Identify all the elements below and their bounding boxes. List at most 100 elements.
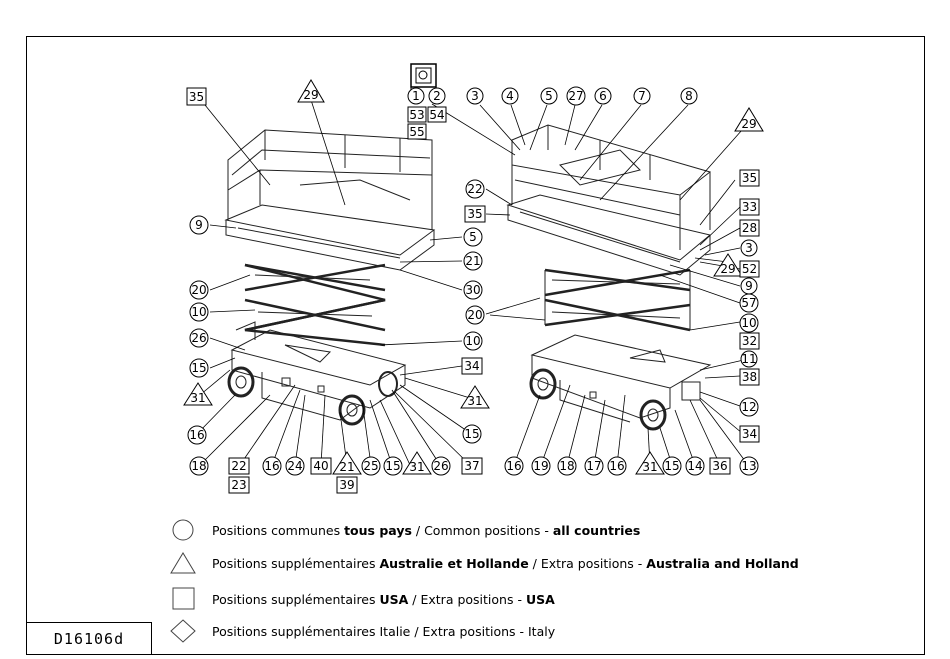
svg-text:35: 35 — [742, 171, 757, 185]
callout-25-circle: 25 — [361, 456, 381, 476]
callout-3-circle-b: 3 — [740, 239, 758, 257]
svg-text:10: 10 — [465, 334, 480, 348]
svg-text:22: 22 — [467, 182, 482, 196]
svg-text:3: 3 — [745, 241, 753, 255]
callout-13-circle: 13 — [739, 456, 759, 476]
svg-text:23: 23 — [231, 478, 246, 492]
callout-35-square: 35 — [186, 87, 207, 106]
callout-7-circle: 7 — [633, 87, 651, 105]
svg-text:5: 5 — [545, 89, 553, 103]
svg-text:52: 52 — [742, 262, 757, 276]
callout-21-triangle: 21 — [332, 451, 362, 475]
callout-16-circle-d: 16 — [607, 456, 627, 476]
callout-20-circle-b: 20 — [465, 305, 485, 325]
callout-16-circle-b: 16 — [262, 456, 282, 476]
svg-text:8: 8 — [685, 89, 693, 103]
svg-text:1: 1 — [412, 89, 420, 103]
svg-text:37: 37 — [464, 459, 479, 473]
svg-text:10: 10 — [741, 316, 756, 330]
callout-15-circle-c: 15 — [383, 456, 403, 476]
callout-5-circle-b: 5 — [463, 227, 483, 247]
callout-57-circle: 57 — [739, 293, 759, 313]
callout-36-square: 36 — [709, 457, 731, 475]
scissor-lift-diagram: 35 29 1 2 53 54 55 3 4 5 27 6 7 8 29 22 … — [183, 63, 764, 494]
callout-26-circle-b: 26 — [431, 456, 451, 476]
callout-3-circle: 3 — [466, 87, 484, 105]
callout-10-circle-d: 10 — [739, 313, 759, 333]
legend-row-triangle: Positions supplémentaires Australie et H… — [170, 551, 799, 575]
callout-5-circle: 5 — [540, 87, 558, 105]
legend-text: Positions supplémentaires Italie / Extra… — [212, 623, 556, 639]
svg-text:15: 15 — [664, 459, 679, 473]
callout-9-circle-b: 9 — [740, 277, 758, 295]
callout-12-circle: 12 — [739, 397, 759, 417]
left-machine-drawing — [224, 129, 436, 426]
callout-53-square: 53 — [407, 106, 427, 123]
svg-text:17: 17 — [586, 459, 601, 473]
svg-text:9: 9 — [195, 218, 203, 232]
svg-text:26: 26 — [191, 331, 206, 345]
callout-34-square: 34 — [461, 357, 483, 375]
callout-26-circle: 26 — [189, 328, 209, 348]
svg-text:21: 21 — [339, 460, 354, 474]
svg-text:34: 34 — [742, 427, 757, 441]
callout-24-circle: 24 — [285, 456, 305, 476]
callout-33-square: 33 — [739, 198, 760, 216]
svg-text:13: 13 — [741, 459, 756, 473]
right-machine-drawing — [506, 124, 712, 431]
document-code: D16106d — [53, 629, 125, 648]
svg-text:4: 4 — [506, 89, 514, 103]
callout-39-square: 39 — [336, 476, 358, 494]
svg-text:18: 18 — [191, 459, 206, 473]
callout-27-circle: 27 — [566, 86, 586, 106]
svg-text:20: 20 — [191, 283, 206, 297]
callout-1-circle: 1 — [407, 87, 425, 105]
callout-11-circle: 11 — [740, 350, 758, 368]
svg-text:25: 25 — [363, 459, 378, 473]
callout-52-square: 52 — [739, 260, 760, 278]
svg-text:16: 16 — [609, 459, 624, 473]
svg-text:39: 39 — [339, 478, 354, 492]
svg-text:57: 57 — [741, 296, 756, 310]
callout-37-square: 37 — [461, 457, 483, 475]
svg-text:31: 31 — [409, 460, 424, 474]
callout-14-circle: 14 — [685, 456, 705, 476]
callout-22-circle: 22 — [465, 179, 485, 199]
callout-10-circle-b: 10 — [463, 331, 483, 351]
svg-text:35: 35 — [467, 207, 482, 221]
svg-text:9: 9 — [745, 279, 753, 293]
callout-29-triangle-c: 29 — [713, 253, 743, 277]
callout-34-square-b: 34 — [739, 425, 760, 443]
svg-text:24: 24 — [287, 459, 302, 473]
callout-55-square: 55 — [407, 123, 427, 140]
svg-text:33: 33 — [742, 200, 757, 214]
svg-text:31: 31 — [642, 460, 657, 474]
callout-15-circle: 15 — [189, 358, 209, 378]
callout-31-triangle-d: 31 — [635, 451, 665, 475]
callout-set: 35 29 1 2 53 54 55 3 4 5 27 6 7 8 29 22 … — [183, 79, 764, 494]
callout-54-square: 54 — [427, 106, 447, 123]
legend-text: Positions communes tous pays / Common po… — [212, 522, 641, 538]
svg-text:6: 6 — [599, 89, 607, 103]
svg-text:28: 28 — [742, 221, 757, 235]
callout-32-square: 32 — [739, 332, 760, 350]
svg-text:55: 55 — [409, 125, 424, 139]
callout-35-square-b: 35 — [464, 205, 486, 223]
callout-38-square: 38 — [739, 368, 760, 386]
callout-6-circle: 6 — [594, 87, 612, 105]
legend-row-diamond: Positions supplémentaires Italie / Extra… — [170, 619, 555, 643]
callout-22-square: 22 — [228, 457, 250, 475]
svg-text:16: 16 — [506, 459, 521, 473]
svg-text:16: 16 — [189, 428, 204, 442]
diamond-symbol-icon — [170, 619, 196, 643]
svg-text:7: 7 — [638, 89, 646, 103]
svg-text:31: 31 — [190, 391, 205, 405]
legend-text: Positions supplémentaires Australie et H… — [212, 555, 799, 571]
svg-text:16: 16 — [264, 459, 279, 473]
svg-text:10: 10 — [191, 305, 206, 319]
callout-15-circle-b: 15 — [462, 424, 482, 444]
drawing-frame — [26, 36, 925, 655]
svg-text:15: 15 — [191, 361, 206, 375]
svg-text:40: 40 — [313, 459, 328, 473]
callout-30-circle: 30 — [463, 280, 483, 300]
